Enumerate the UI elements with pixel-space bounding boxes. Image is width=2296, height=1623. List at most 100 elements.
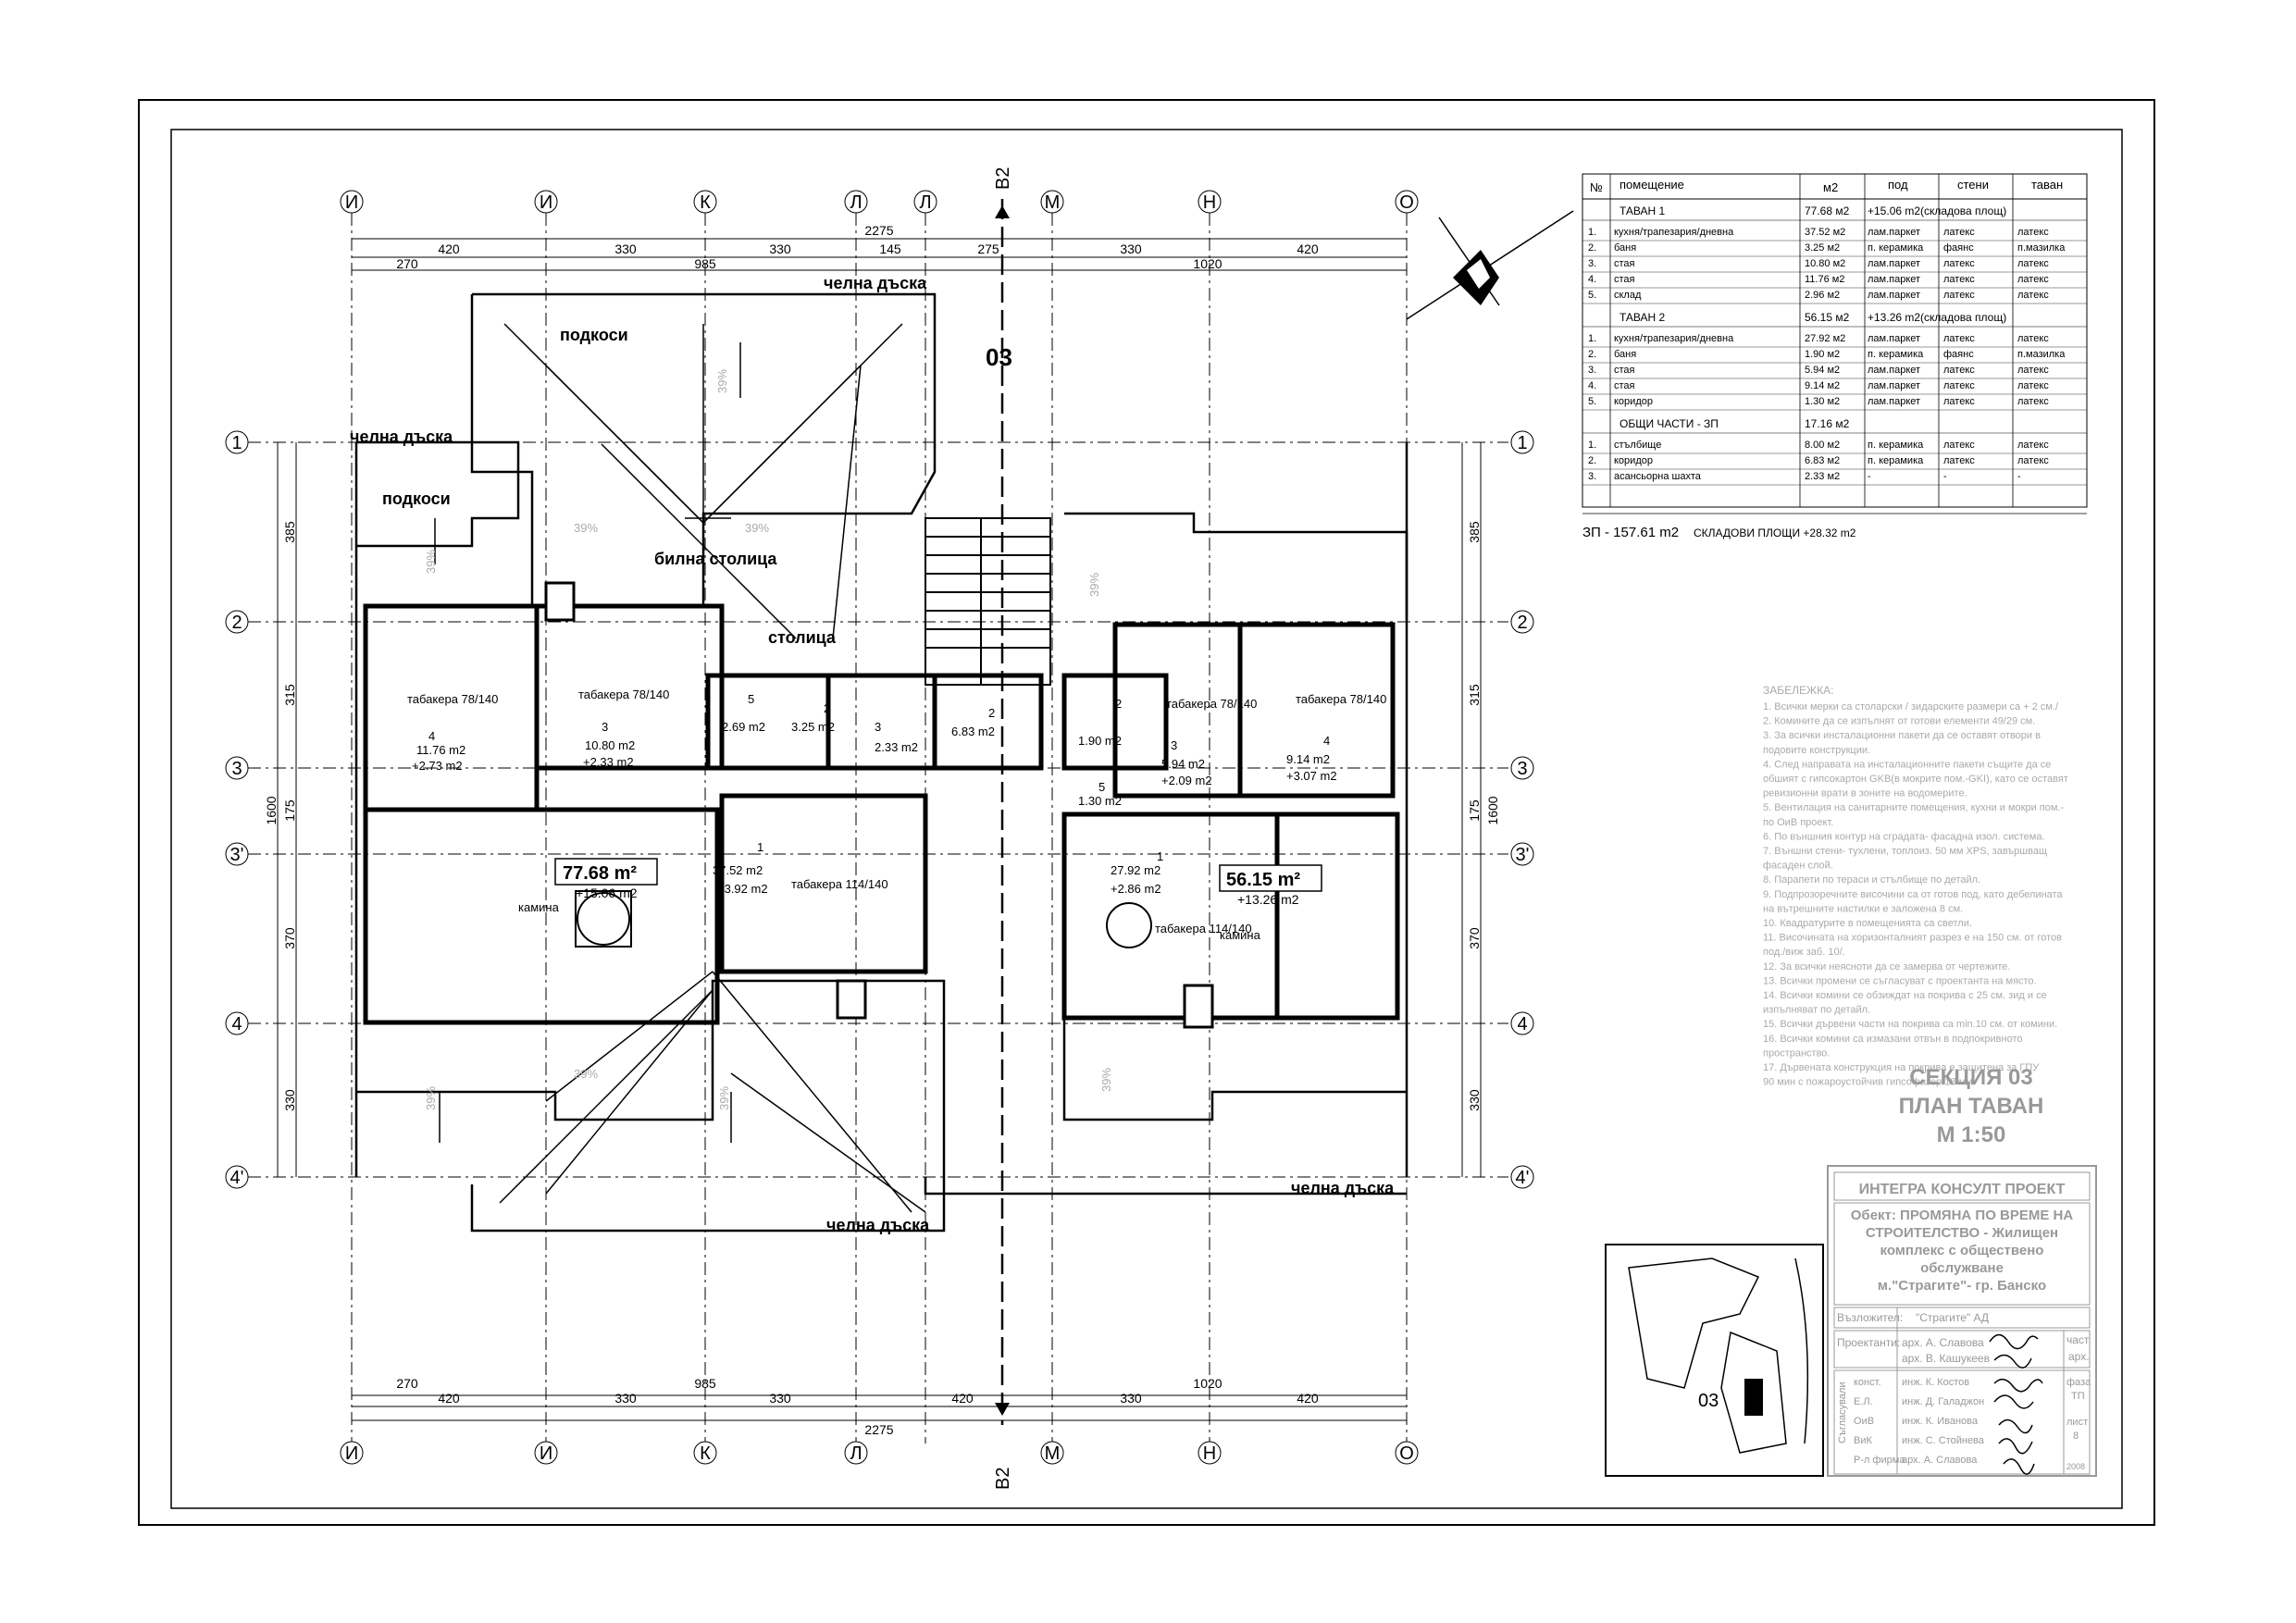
- schedule-cell: стая: [1614, 365, 1635, 376]
- schedule-header: помещение: [1620, 178, 1684, 192]
- svg-text:4: 4: [1517, 1014, 1527, 1035]
- note-line: 16. Всички комини са измазани отвън в по…: [1763, 1034, 2023, 1045]
- dim-top-total: 2275: [864, 223, 893, 238]
- svg-text:Проектанти:: Проектанти:: [1837, 1336, 1900, 1349]
- dim-right: 330: [1467, 1089, 1482, 1111]
- schedule-cell: латекс: [2017, 440, 2049, 451]
- axis-bubble-right: 1: [1510, 430, 1534, 454]
- svg-text:1: 1: [757, 840, 763, 854]
- svg-text:+2.33 m2: +2.33 m2: [583, 755, 634, 769]
- room-label: 21.90 m2: [1078, 697, 1122, 748]
- schedule-cell: латекс: [1943, 258, 1975, 269]
- schedule-cell: латекс: [1943, 396, 1975, 407]
- note-line: фасаден слой.: [1763, 861, 1833, 872]
- notes-block: ЗАБЕЛЕЖКА: 1. Всички мерки са столарски …: [1763, 684, 2068, 1088]
- svg-text:4: 4: [231, 1014, 242, 1035]
- svg-text:част: част: [2066, 1333, 2090, 1346]
- slope-label: 39%: [1099, 1068, 1113, 1092]
- schedule-cell: стая: [1614, 274, 1635, 285]
- room-label: 52.69 m2: [722, 692, 765, 734]
- schedule-cell: 5.: [1588, 396, 1596, 407]
- axis-bubble-bottom: М: [1040, 1441, 1064, 1465]
- note-line: пространство.: [1763, 1047, 1830, 1059]
- dim-bottom2: 985: [694, 1376, 716, 1391]
- svg-text:табакера 114/140: табакера 114/140: [791, 877, 888, 891]
- note-line: ревизионни врати в зоните на водомерите.: [1763, 788, 1967, 799]
- schedule-cell: баня: [1614, 349, 1636, 360]
- title-block-person: инж. Д. Галаджон: [1902, 1396, 1984, 1407]
- svg-text:И: И: [540, 1443, 552, 1464]
- schedule-cell: латекс: [1943, 365, 1975, 376]
- axis-bubble-right: 3': [1510, 842, 1534, 866]
- dim-right: 175: [1467, 799, 1482, 822]
- dim-top2: 1020: [1193, 256, 1222, 271]
- note-line: обшият с гипсокартон GKB(в мокрите пом.-…: [1763, 774, 2068, 785]
- schedule-cell: лам.паркет: [1868, 380, 1920, 391]
- schedule-cell: 3.25 м2: [1805, 242, 1840, 254]
- svg-text:М 1:50: М 1:50: [1937, 1122, 2006, 1147]
- schedule-cell: 3.: [1588, 471, 1596, 482]
- svg-text:табакера 114/140: табакера 114/140: [1155, 922, 1252, 935]
- note-line: 2. Комините да се изпълнят от готови еле…: [1763, 716, 2035, 727]
- room-label: 26.83 m2: [951, 706, 995, 738]
- svg-text:И: И: [345, 192, 358, 213]
- schedule-cell: 2.: [1588, 242, 1596, 254]
- dim-bottom2: 1020: [1193, 1376, 1222, 1391]
- schedule-header: таван: [2031, 178, 2063, 192]
- schedule-cell: латекс: [2017, 227, 2049, 238]
- svg-text:Л: Л: [850, 1443, 862, 1464]
- schedule-cell: латекс: [2017, 258, 2049, 269]
- schedule-cell: 2.: [1588, 349, 1596, 360]
- schedule-group-area: 17.16 м2: [1805, 417, 1850, 430]
- title-block-role: ВиК: [1854, 1435, 1872, 1446]
- schedule-cell: 2.96 м2: [1805, 290, 1840, 301]
- schedule-group-area: 56.15 м2: [1805, 311, 1850, 324]
- svg-text:1.90 m2: 1.90 m2: [1078, 734, 1122, 748]
- axis-bubble-top: Н: [1198, 190, 1222, 214]
- schedule-cell: стая: [1614, 258, 1635, 269]
- schedule-cell: 4.: [1588, 380, 1596, 391]
- dim-right: 315: [1467, 684, 1482, 706]
- schedule-cell: 27.92 м2: [1805, 333, 1845, 344]
- note-line: изпълняват по детайл.: [1763, 1005, 1870, 1016]
- dim-bottom-total: 2275: [864, 1422, 893, 1437]
- schedule-group-note: +13.26 m2(складова площ): [1868, 311, 2006, 324]
- schedule-cell: п. керамика: [1868, 242, 1924, 254]
- dim-left: 315: [282, 684, 297, 706]
- signatures: [1989, 1333, 2043, 1475]
- slope-label: 39%: [574, 521, 598, 535]
- title-block-person: арх. А. Славова: [1902, 1455, 1978, 1466]
- schedule-cell: 5.: [1588, 290, 1596, 301]
- svg-text:арх. В. Кашукеев: арх. В. Кашукеев: [1902, 1352, 1990, 1365]
- svg-text:1: 1: [1517, 433, 1527, 453]
- schedule-cell: склад: [1614, 290, 1642, 301]
- schedule-total: ЗП - 157.61 m2: [1582, 525, 1679, 540]
- slope-label: 39%: [745, 521, 769, 535]
- svg-text:3': 3': [230, 845, 244, 865]
- svg-text:5: 5: [748, 692, 754, 706]
- schedule-header: №: [1590, 180, 1603, 194]
- svg-text:лист: лист: [2066, 1417, 2088, 1428]
- schedule-cell: лам.паркет: [1868, 274, 1920, 285]
- dim-bottom: 420: [438, 1391, 460, 1406]
- svg-text:арх. А. Славова: арх. А. Славова: [1902, 1336, 1984, 1349]
- room-label: 51.30 m2: [1078, 780, 1122, 808]
- note-line: 15. Всички дървени части на покрива са m…: [1763, 1019, 2057, 1030]
- svg-text:М: М: [1045, 1443, 1061, 1464]
- schedule-group-title: ТАВАН 2: [1620, 311, 1666, 324]
- schedule-group-area: 77.68 м2: [1805, 204, 1850, 217]
- svg-text:2.33 m2: 2.33 m2: [875, 740, 918, 754]
- dim-right: 370: [1467, 927, 1482, 949]
- schedule-cell: лам.паркет: [1868, 365, 1920, 376]
- svg-text:+2.86 m2: +2.86 m2: [1111, 882, 1161, 896]
- axis-bubble-bottom: И: [340, 1441, 364, 1465]
- svg-text:+2.73 m2: +2.73 m2: [412, 759, 463, 773]
- schedule-cell: -: [1868, 471, 1871, 482]
- schedule-cell: латекс: [1943, 455, 1975, 466]
- schedule-cell: латекс: [2017, 396, 2049, 407]
- room-label: 23.25 m2: [791, 701, 835, 734]
- svg-text:СТРОИТЕЛСТВО - Жилищен: СТРОИТЕЛСТВО - Жилищен: [1866, 1225, 2058, 1241]
